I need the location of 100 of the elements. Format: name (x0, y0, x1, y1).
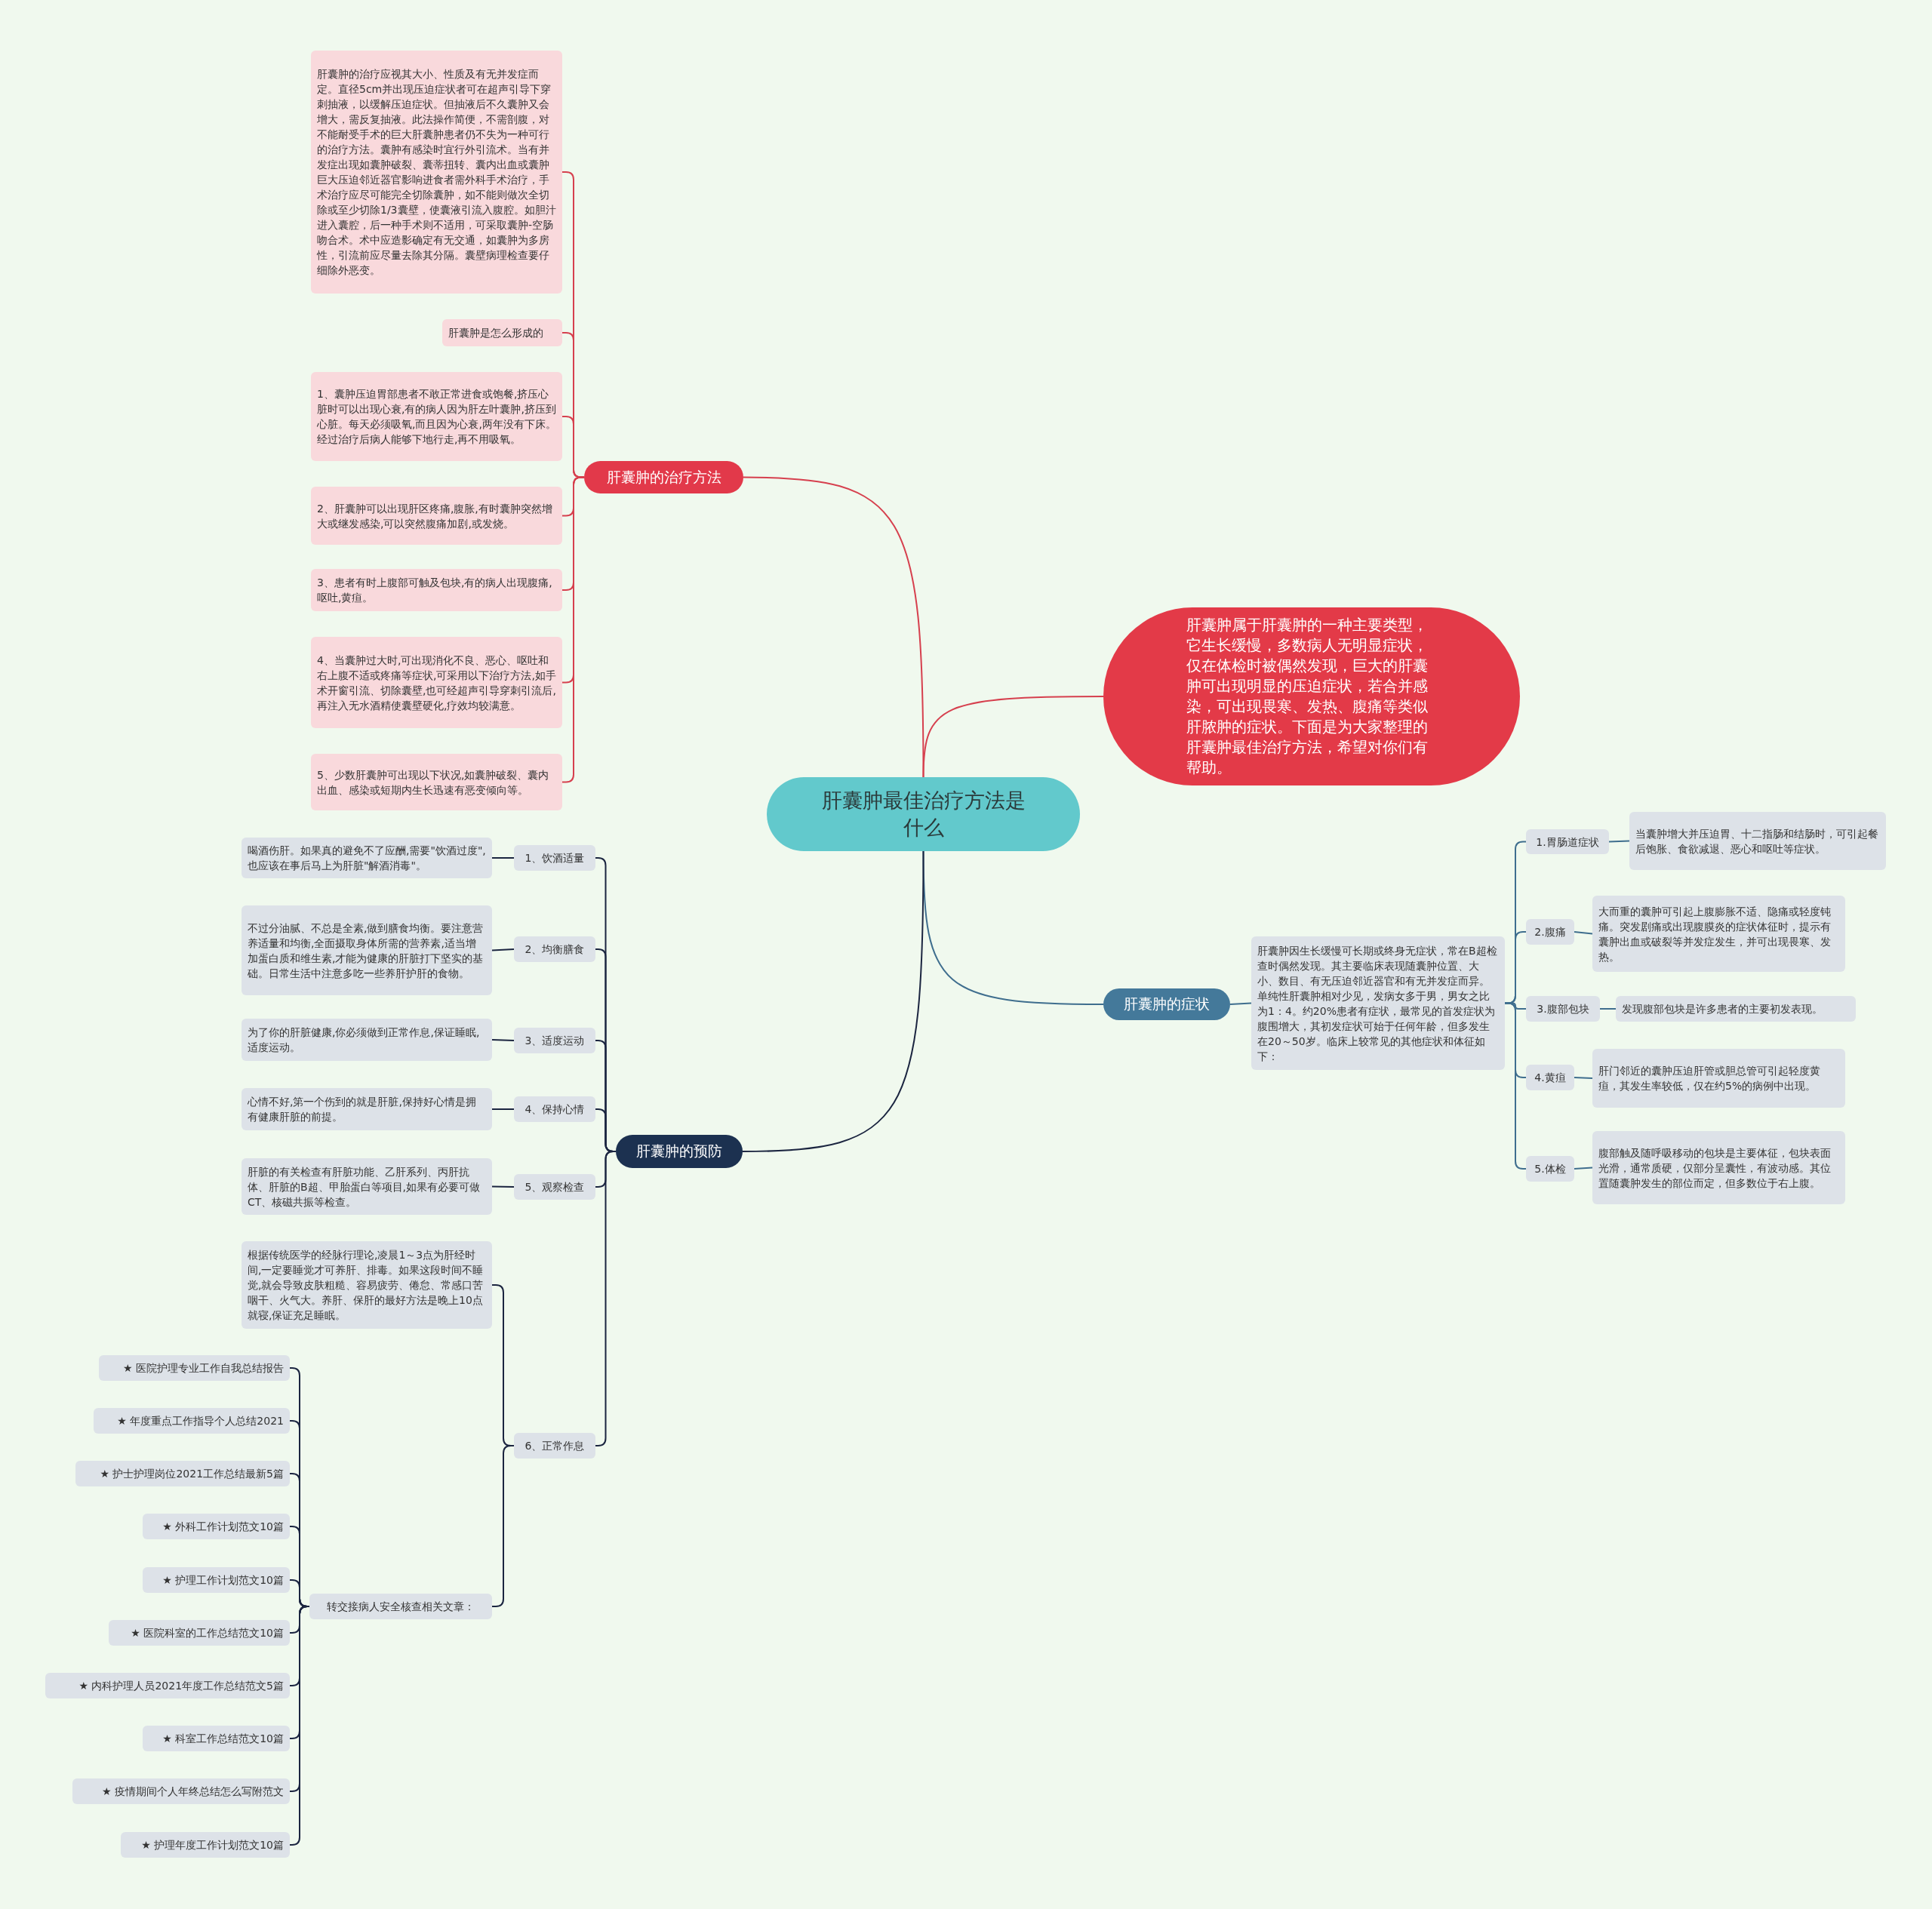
topic-text: ★ 护理年度工作计划范文10篇 (140, 1838, 284, 1852)
topic-text: ★ 科室工作总结范文10篇 (162, 1732, 284, 1746)
connector-line (922, 850, 1104, 1005)
branch-topic (616, 1135, 743, 1168)
note-card (1592, 1131, 1845, 1204)
topic-text: 4.黄疸 (1534, 1071, 1567, 1085)
topic-text: 肝囊肿最佳治疗方法是什么 (820, 788, 1026, 841)
note-card (242, 1241, 492, 1329)
connector-line (491, 948, 515, 951)
subtopic-box (514, 1174, 595, 1200)
topic-text: 2、均衡膳食 (524, 942, 586, 957)
topic-text: ★ 内科护理人员2021年度工作总结范文5篇 (78, 1679, 284, 1693)
note-card (311, 569, 562, 611)
topic-text: ★ 护士护理岗位2021工作总结最新5篇 (99, 1467, 284, 1481)
article-link-box (75, 1461, 290, 1486)
connector-line (491, 1185, 515, 1188)
subtopic-box (1526, 919, 1574, 945)
article-link-box (143, 1726, 290, 1751)
note-card (442, 319, 562, 346)
note-card (1592, 1049, 1845, 1108)
topic-text: 肝囊肿的预防 (635, 1142, 723, 1160)
article-link-box (109, 1620, 290, 1646)
connector-line (491, 1108, 515, 1110)
note-card (242, 838, 492, 878)
note-card (242, 905, 492, 995)
topic-text: 4、保持心情 (524, 1102, 586, 1117)
topic-text: 5、观察检查 (524, 1180, 586, 1194)
subtopic-box (514, 1028, 595, 1053)
subtopic-box (1526, 996, 1600, 1022)
note-card (242, 1158, 492, 1215)
subtopic-box (1526, 1065, 1574, 1090)
connector-line (1608, 840, 1630, 843)
note-card (311, 754, 562, 810)
topic-text: 3、患者有时上腹部可触及包块,有的病人出现腹痛,呕吐,黄疸。 (317, 576, 553, 605)
article-link-box (121, 1832, 290, 1858)
topic-text: 2、肝囊肿可以出现肝区疼痛,腹胀,有时囊肿突然增大或继发感染,可以突然腹痛加剧,或发烧。 (317, 501, 553, 531)
topic-text: ★ 外科工作计划范文10篇 (162, 1520, 284, 1534)
topic-text: ★ 医院科室的工作总结范文10篇 (130, 1626, 284, 1640)
topic-text: 心情不好,第一个伤到的就是肝脏,保持好心情是拥有健康肝脏的前提。 (248, 1095, 477, 1124)
note-card (242, 1019, 492, 1061)
topic-text: 转交接病人安全核查相关文章： (326, 1600, 475, 1614)
branch-topic (1103, 988, 1230, 1020)
connector-line (1599, 1008, 1617, 1010)
topic-text: 不过分油腻、不总是全素,做到膳食均衡。要注意营养适量和均衡,全面摄取身体所需的营养素,适当增加蛋白质和维生素,才能为健康的肝脏打下坚实的基础。日常生活中注意多吃一些养肝护肝的食物。 (248, 921, 485, 981)
article-link-box (143, 1514, 290, 1539)
topic-text: 2.腹痛 (1534, 925, 1567, 939)
topic-text: ★ 护理工作计划范文10篇 (162, 1573, 284, 1588)
topic-text: 5.体检 (1534, 1162, 1567, 1176)
topic-text: 1.胃肠道症状 (1535, 835, 1600, 850)
topic-text: 5、少数肝囊肿可出现以下状况,如囊肿破裂、囊内出血、感染或短期内生长迅速有恶变倾向等。 (317, 767, 550, 798)
connector-line (491, 857, 515, 859)
topic-text: 发现腹部包块是许多患者的主要初发表现。 (1622, 1002, 1823, 1016)
note-card (311, 372, 562, 461)
connector-line (1504, 1002, 1527, 1170)
connector-line (1574, 931, 1593, 935)
article-link-box (99, 1355, 290, 1381)
connector-line (1229, 1002, 1252, 1005)
topic-text: 肝囊肿属于肝囊肿的一种主要类型，它生长缓慢，多数病人无明显症状，仅在体检时被偶然发现，巨大的肝囊肿可出现明显的压迫症状，若合并感染，可出现畏寒、发热、腹痛等类似肝脓肿的症状。下面是为大家整理的肝囊肿最佳治疗方法，希望对你们有帮助。 (1186, 615, 1429, 778)
topic-text: 根据传统医学的经脉行理论,凌晨1～3点为肝经时间,一定要睡觉才可养肝、排毒。如果这段时间不睡觉,就会导致皮肤粗糙、容易疲劳、倦怠、常感口苦咽干、火气大。养肝、保肝的最好方法是晚上10点就寝,保证充足睡眠。 (248, 1248, 485, 1323)
subtopic-box (514, 845, 595, 871)
topic-text: ★ 医院护理专业工作自我总结报告 (122, 1361, 284, 1376)
topic-text: 肝脏的有关检查有肝脏功能、乙肝系列、丙肝抗体、肝脏的B超、甲胎蛋白等项目,如果有必要可做CT、核磁共振等检查。 (248, 1164, 481, 1210)
connector-line (922, 696, 1104, 778)
connector-line (1574, 1167, 1593, 1170)
article-link-box (94, 1408, 290, 1434)
note-card (1629, 812, 1886, 870)
topic-text: 4、当囊肿过大时,可出现消化不良、恶心、呕吐和右上腹不适或疼痛等症状,可采用以下治疗方法,如手术开窗引流、切除囊壁,也可经超声引导穿刺引流后,再注入无水酒精使囊壁硬化,疗效均较满意。 (317, 653, 556, 713)
topic-text: ★ 疫情期间个人年终总结怎么写附范文 (101, 1784, 284, 1799)
topic-text: 肝门邻近的囊肿压迫肝管或胆总管可引起轻度黄疸，其发生率较低，仅在约5%的病例中出现。 (1598, 1064, 1821, 1093)
topic-text: 3.腹部包块 (1536, 1002, 1590, 1016)
topic-text: 肝囊肿的症状 (1123, 994, 1211, 1013)
note-card (311, 637, 562, 728)
note-card (1616, 996, 1856, 1022)
note-card (1592, 896, 1845, 972)
note-card (311, 487, 562, 545)
article-link-box (143, 1567, 290, 1593)
branch-topic (584, 461, 743, 493)
subtopic-box (514, 1433, 595, 1459)
connector-line (743, 476, 924, 778)
subtopic-box (514, 1096, 595, 1122)
article-link-box (72, 1778, 290, 1804)
topic-text: 肝囊肿因生长缓慢可长期或终身无症状，常在B超检查时偶然发现。其主要临床表现随囊肿位置、大小、数目、有无压迫邻近器官和有无并发症而异。单纯性肝囊肿相对少见，发病女多于男，男女之比为1：4。约20%患者有症状，最常见的首发症状为腹围增大，其初发症状可始于任何年龄，但多发生在20～50岁。临床上较常见的其他症状和体征如下： (1257, 943, 1498, 1064)
subtopic-box (514, 936, 595, 962)
topic-text: 大而重的囊肿可引起上腹膨胀不适、隐痛或轻度钝痛。突发剧痛或出现腹膜炎的症状体征时，提示有囊肿出血或破裂等并发症发生，并可出现畏寒、发热。 (1598, 904, 1832, 964)
article-link-box (45, 1673, 290, 1698)
subtopic-box (309, 1594, 492, 1619)
topic-text: 肝囊肿是怎么形成的 (448, 326, 544, 340)
connector-line (742, 850, 924, 1152)
subtopic-box (1526, 829, 1609, 854)
topic-text: 1、囊肿压迫胃部患者不敢正常进食或饱餐,挤压心脏时可以出现心衰,有的病人因为肝左叶囊肿,挤压到心脏。每天必须吸氧,而且因为心衰,两年没有下床。经过治疗后病人能够下地行走,再不用吸氧。 (317, 387, 556, 447)
connector-line (491, 1039, 515, 1041)
connector-line (1574, 1077, 1593, 1079)
topic-text: 腹部触及随呼吸移动的包块是主要体征，包块表面光滑，通常质硬，仅部分呈囊性，有波动感。其位置随囊肿发生的部位而定，但多数位于右上腹。 (1598, 1145, 1832, 1191)
topic-text: 喝酒伤肝。如果真的避免不了应酬,需要"饮酒过度",也应该在事后马上为肝脏"解酒消毒"。 (248, 844, 486, 873)
topic-text: 3、适度运动 (524, 1034, 586, 1048)
topic-text: 6、正常作息 (524, 1439, 586, 1453)
note-card (242, 1088, 492, 1130)
note-card (311, 51, 562, 294)
topic-text: ★ 年度重点工作指导个人总结2021 (116, 1414, 284, 1428)
topic-text: 1、饮酒适量 (524, 851, 586, 865)
